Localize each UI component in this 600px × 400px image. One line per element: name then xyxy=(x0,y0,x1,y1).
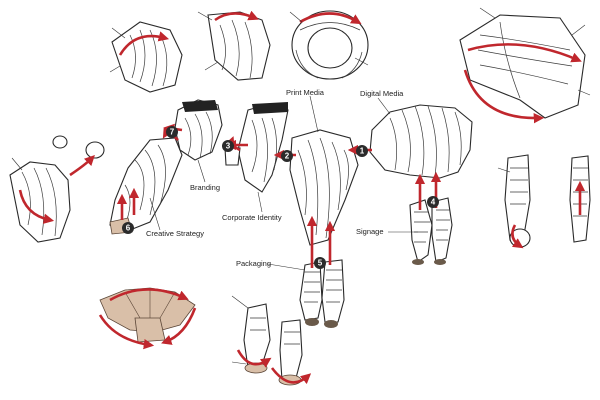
digital-media-piece xyxy=(369,97,473,179)
label-signage: Signage xyxy=(356,227,384,236)
top-left-piece xyxy=(109,21,183,93)
svg-text:7: 7 xyxy=(170,128,175,137)
svg-text:5: 5 xyxy=(318,259,323,268)
top-right-piece xyxy=(459,7,591,124)
packaging-legs-piece xyxy=(267,215,345,328)
label-packaging: Packaging xyxy=(236,259,271,268)
step-badge-5: 5 xyxy=(314,257,326,269)
svg-text:6: 6 xyxy=(126,224,131,233)
right-leg-piece-b xyxy=(569,155,591,243)
svg-text:3: 3 xyxy=(226,142,231,151)
right-leg-piece-a xyxy=(497,154,531,249)
corporate-identity-piece xyxy=(224,102,289,213)
step-badge-2: 2 xyxy=(281,150,293,162)
label-branding: Branding xyxy=(190,183,220,192)
signage-legs-piece xyxy=(388,171,453,265)
step-badge-7: 7 xyxy=(166,126,178,138)
top-mid-piece-a xyxy=(197,10,271,81)
step-badge-4: 4 xyxy=(427,196,439,208)
print-media-piece xyxy=(289,95,359,246)
label-corporate-identity: Corporate Identity xyxy=(222,213,282,222)
svg-text:1: 1 xyxy=(360,147,365,156)
bottom-left-hoof-piece xyxy=(98,287,197,350)
step-badge-6: 6 xyxy=(122,222,134,234)
top-mid-piece-b xyxy=(289,10,369,80)
bottom-mid-hoof-piece xyxy=(231,295,312,386)
label-print-media: Print Media xyxy=(286,88,325,97)
step-badge-1: 1 xyxy=(356,145,368,157)
svg-text:4: 4 xyxy=(431,198,436,207)
label-digital-media: Digital Media xyxy=(360,89,404,98)
label-creative-strategy: Creative Strategy xyxy=(146,229,204,238)
left-leg-piece xyxy=(9,135,105,243)
creative-strategy-piece xyxy=(109,137,183,235)
step-badge-3: 3 xyxy=(222,140,234,152)
svg-text:2: 2 xyxy=(285,152,290,161)
